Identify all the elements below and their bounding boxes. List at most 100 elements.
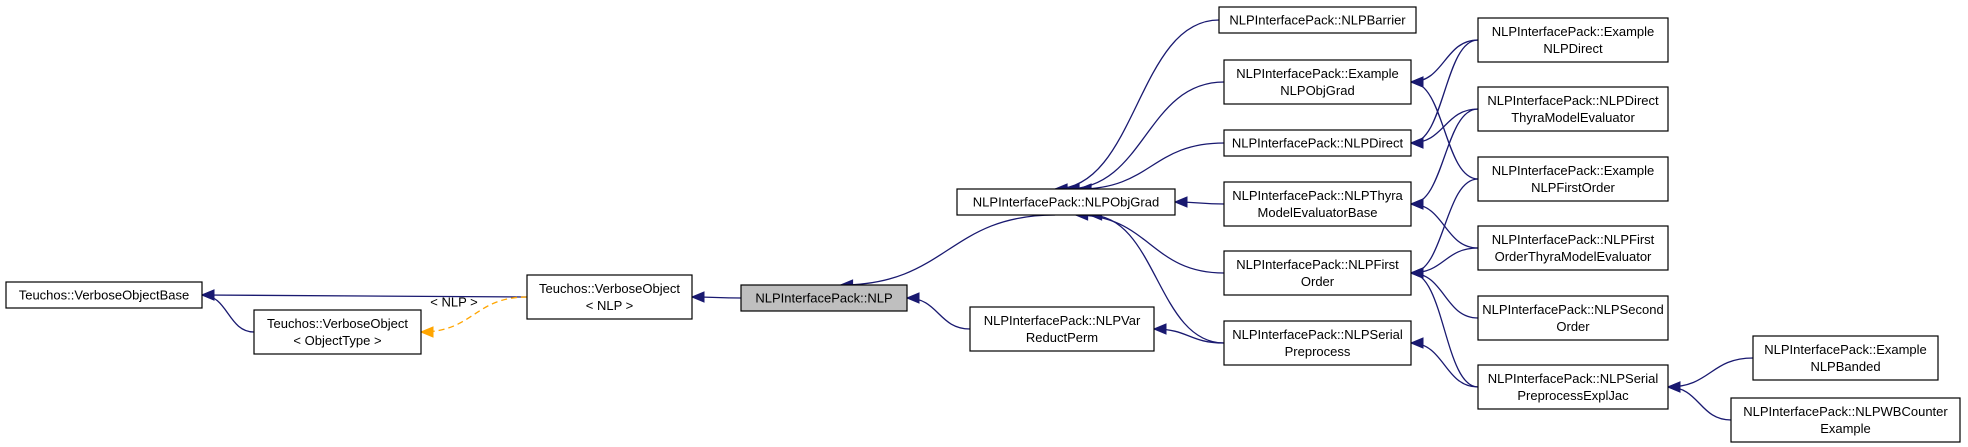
node-label-line: NLPInterfacePack::NLPBarrier: [1229, 13, 1406, 28]
class-node-nlp-obj-grad[interactable]: NLPInterfacePack::NLPObjGrad: [956, 188, 1176, 216]
edge-line: [1410, 108, 1479, 144]
edge-line: [906, 297, 971, 330]
edge-line: [1410, 39, 1479, 144]
inheritance-edge-nlp-barrier-to-nlp-obj-grad: [1053, 19, 1220, 195]
node-label-line: OrderThyraModelEvaluator: [1495, 249, 1652, 264]
node-box: [1223, 129, 1412, 157]
node-box: [1218, 6, 1417, 34]
edge-arrowhead: [200, 289, 215, 301]
class-node-nlp[interactable]: NLPInterfacePack::NLP: [740, 284, 908, 312]
class-node-nlp-direct[interactable]: NLPInterfacePack::NLPDirect: [1223, 129, 1412, 157]
node-label-line: Preprocess: [1285, 344, 1351, 359]
edge-arrowhead: [419, 326, 434, 338]
node-label-line: NLPInterfacePack::NLPVar: [984, 313, 1141, 328]
edge-label: < NLP >: [430, 295, 477, 310]
edge-arrowhead: [1409, 137, 1424, 149]
inheritance-edge-nlp-var-reduct-perm-to-nlp: [905, 292, 971, 330]
node-label-line: Order: [1301, 274, 1335, 289]
edge-line: [1410, 272, 1479, 388]
node-box: [969, 306, 1155, 352]
inheritance-edge-nlp-direct-thyra-model-evaluator-to-nlp-direct: [1409, 108, 1479, 149]
edge-line: [201, 294, 528, 298]
edge-line: [420, 296, 528, 333]
node-box: [1477, 156, 1669, 202]
inheritance-edge-nlp-serial-preprocess-to-nlp-var-reduct-perm: [1152, 323, 1225, 344]
edge-line: [1410, 178, 1479, 274]
class-node-nlp-first-order[interactable]: NLPInterfacePack::NLPFirstOrder: [1223, 250, 1412, 296]
node-label-line: NLPInterfacePack::NLPSerial: [1232, 327, 1403, 342]
edge-arrowhead: [1409, 198, 1424, 210]
node-label-line: NLPInterfacePack::NLPDirect: [1232, 136, 1404, 151]
inheritance-edge-nlp-thyra-model-evaluator-base-to-nlp-obj-grad: [1173, 196, 1225, 208]
edge-arrowhead: [1666, 381, 1681, 393]
node-label-line: NLPInterfacePack::NLP: [755, 291, 892, 306]
edge-line: [1410, 272, 1479, 319]
edge-line: [1410, 81, 1479, 180]
edge-line: [1410, 342, 1479, 388]
class-node-verbose-object-type[interactable]: Teuchos::VerboseObject< ObjectType >: [253, 309, 422, 355]
inheritance-edge-example-nlp-first-order-to-nlp-first-order: [1409, 178, 1479, 279]
class-node-verbose-object-base[interactable]: Teuchos::VerboseObjectBase: [5, 281, 203, 309]
inheritance-edge-nlp-wb-counter-example-to-nlp-serial-preprocess-expl-jac: [1666, 381, 1732, 421]
node-box: [1730, 397, 1961, 443]
edge-line: [1667, 386, 1732, 421]
inheritance-edge-nlp-serial-preprocess-expl-jac-to-nlp-first-order: [1409, 267, 1479, 388]
inheritance-edge-example-nlp-first-order-to-example-nlp-obj-grad: [1409, 76, 1479, 180]
class-node-nlp-barrier[interactable]: NLPInterfacePack::NLPBarrier: [1218, 6, 1417, 34]
node-label-line: NLPInterfacePack::Example: [1492, 24, 1655, 39]
class-node-nlp-first-order-thyra-model-evaluator[interactable]: NLPInterfacePack::NLPFirstOrderThyraMode…: [1477, 225, 1669, 271]
node-label-line: NLPBanded: [1810, 359, 1880, 374]
edge-arrowhead: [690, 291, 705, 303]
edge-line: [201, 294, 255, 333]
node-label-line: NLPFirstOrder: [1531, 180, 1615, 195]
edge-arrowhead: [1409, 337, 1424, 349]
edge-arrowhead: [905, 292, 920, 304]
class-node-verbose-object-nlp[interactable]: Teuchos::VerboseObject< NLP >: [526, 274, 693, 320]
node-label-line: Teuchos::VerboseObjectBase: [19, 288, 190, 303]
edges-layer: < NLP >: [200, 19, 1754, 421]
node-label-line: PreprocessExplJac: [1517, 388, 1629, 403]
node-label-line: NLPInterfacePack::NLPWBCounter: [1743, 404, 1948, 419]
node-label-line: NLPInterfacePack::NLPSerial: [1488, 371, 1659, 386]
node-label-line: NLPInterfacePack::NLPThyra: [1232, 188, 1403, 203]
edge-arrowhead: [1173, 196, 1188, 208]
edge-arrowhead: [1409, 267, 1424, 279]
node-label-line: Example: [1820, 421, 1871, 436]
inheritance-edge-verbose-object-type-to-verbose-object-base: [200, 289, 255, 333]
node-box: [1223, 320, 1412, 366]
class-node-nlp-thyra-model-evaluator-base[interactable]: NLPInterfacePack::NLPThyraModelEvaluator…: [1223, 181, 1412, 227]
node-label-line: NLPInterfacePack::Example: [1764, 342, 1927, 357]
node-label-line: NLPInterfacePack::Example: [1492, 163, 1655, 178]
inheritance-edge-verbose-object-nlp-to-verbose-object-type: < NLP >: [419, 295, 528, 338]
edge-line: [1067, 81, 1225, 190]
inheritance-edge-nlp-direct-to-nlp-obj-grad: [1077, 142, 1225, 195]
node-box: [1477, 225, 1669, 271]
inheritance-edge-example-nlp-obj-grad-to-nlp-obj-grad: [1065, 81, 1225, 195]
class-node-nlp-serial-preprocess-expl-jac[interactable]: NLPInterfacePack::NLPSerialPreprocessExp…: [1477, 364, 1669, 410]
inheritance-edge-verbose-object-nlp-to-verbose-object-base: [200, 289, 528, 301]
inheritance-edge-nlp-first-order-to-nlp-obj-grad: [1074, 209, 1225, 274]
node-box: [1477, 86, 1669, 132]
class-node-nlp-direct-thyra-model-evaluator[interactable]: NLPInterfacePack::NLPDirectThyraModelEva…: [1477, 86, 1669, 132]
node-label-line: NLPInterfacePack::Example: [1236, 66, 1399, 81]
inheritance-edge-nlp-to-verbose-object-nlp: [690, 291, 742, 303]
node-label-line: NLPInterfacePack::NLPObjGrad: [973, 195, 1159, 210]
inheritance-edge-nlp-serial-preprocess-expl-jac-to-nlp-serial-preprocess: [1409, 337, 1479, 388]
edge-arrowhead: [1152, 323, 1167, 335]
node-label-line: Teuchos::VerboseObject: [539, 281, 680, 296]
node-label-line: < ObjectType >: [293, 333, 381, 348]
node-box: [253, 309, 422, 355]
edge-line: [1055, 19, 1220, 190]
node-box: [1477, 364, 1669, 410]
node-box: [5, 281, 203, 309]
node-box: [526, 274, 693, 320]
